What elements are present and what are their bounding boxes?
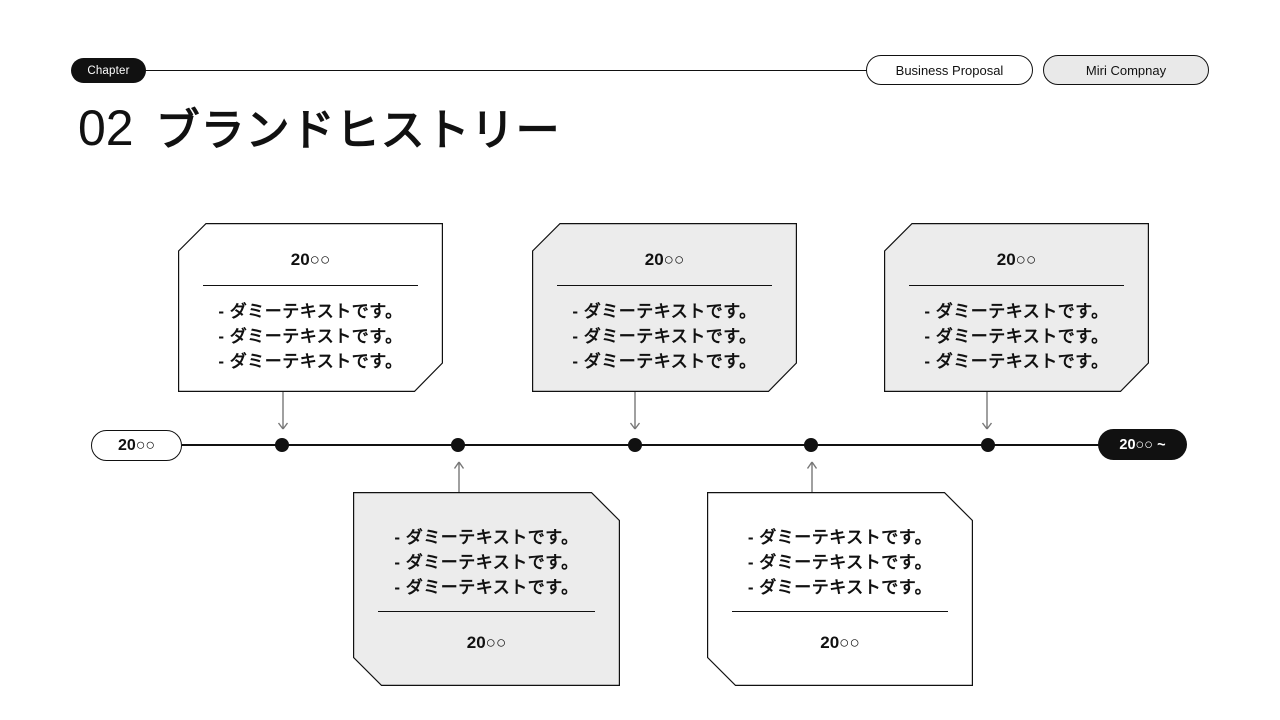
card-line: - ダミーテキストです。 xyxy=(747,553,933,572)
timeline-end-label: 20○○ ~ xyxy=(1119,436,1166,453)
timeline-dot-3 xyxy=(628,438,642,452)
timeline-dot-1 xyxy=(275,438,289,452)
timeline-dot-5 xyxy=(981,438,995,452)
card-lines: - ダミーテキストです。 - ダミーテキストです。 - ダミーテキストです。 xyxy=(394,525,578,600)
card-year: 20○○ xyxy=(820,633,860,652)
card-year: 20○○ xyxy=(644,250,685,269)
chapter-number: 02 xyxy=(78,100,134,156)
card-line: - ダミーテキストです。 xyxy=(394,578,579,597)
chapter-badge: Chapter xyxy=(71,58,146,83)
card-divider xyxy=(203,285,418,286)
card-line: - ダミーテキストです。 xyxy=(572,302,757,321)
timeline-start-label: 20○○ xyxy=(117,436,156,454)
company-badge: Miri Compnay xyxy=(1043,55,1209,85)
timeline-dot-4 xyxy=(804,438,818,452)
timeline-card-1: 20○○ - ダミーテキストです。 - ダミーテキストです。 - ダミーテキスト… xyxy=(178,223,443,392)
header-rule-line xyxy=(145,69,867,72)
connector-arrow-down-2 xyxy=(629,392,641,430)
card-line: - ダミーテキストです。 xyxy=(924,302,1109,321)
chapter-badge-label: Chapter xyxy=(87,64,130,77)
card-line: - ダミーテキストです。 xyxy=(572,327,757,346)
card-lines: - ダミーテキストです。 - ダミーテキストです。 - ダミーテキストです。 xyxy=(218,299,402,374)
card-shape xyxy=(178,223,443,392)
company-badge-label: Miri Compnay xyxy=(1085,62,1167,78)
card-shape xyxy=(884,223,1149,392)
business-proposal-label: Business Proposal xyxy=(895,62,1004,78)
card-line: - ダミーテキストです。 xyxy=(218,352,403,371)
card-divider xyxy=(909,285,1124,286)
card-divider xyxy=(378,611,595,612)
card-lines: - ダミーテキストです。 - ダミーテキストです。 - ダミーテキストです。 xyxy=(924,299,1108,374)
card-line: - ダミーテキストです。 xyxy=(924,352,1109,371)
card-line: - ダミーテキストです。 xyxy=(394,553,579,572)
card-line: - ダミーテキストです。 xyxy=(924,327,1109,346)
timeline-card-3: 20○○ - ダミーテキストです。 - ダミーテキストです。 - ダミーテキスト… xyxy=(884,223,1149,392)
card-line: - ダミーテキストです。 xyxy=(218,327,403,346)
page-title-text: ブランドヒストリー xyxy=(155,106,561,155)
card-line: - ダミーテキストです。 xyxy=(747,528,933,547)
page-title: 02 ブランドヒストリー xyxy=(78,94,561,158)
timeline-card-2: 20○○ - ダミーテキストです。 - ダミーテキストです。 - ダミーテキスト… xyxy=(532,223,797,392)
connector-arrow-up-2 xyxy=(806,461,818,493)
card-shape xyxy=(707,492,973,686)
card-line: - ダミーテキストです。 xyxy=(218,302,403,321)
card-divider xyxy=(557,285,772,286)
card-line: - ダミーテキストです。 xyxy=(394,528,579,547)
connector-arrow-down-1 xyxy=(277,392,289,430)
timeline-card-4: - ダミーテキストです。 - ダミーテキストです。 - ダミーテキストです。 2… xyxy=(353,492,620,686)
card-lines: - ダミーテキストです。 - ダミーテキストです。 - ダミーテキストです。 xyxy=(748,525,932,600)
card-divider xyxy=(732,611,948,612)
card-shape xyxy=(353,492,620,686)
timeline-start-pill: 20○○ xyxy=(91,430,182,461)
timeline-end-pill: 20○○ ~ xyxy=(1098,429,1187,460)
card-year: 20○○ xyxy=(466,633,507,652)
connector-arrow-up-1 xyxy=(453,461,465,493)
card-line: - ダミーテキストです。 xyxy=(572,352,757,371)
timeline-dot-2 xyxy=(451,438,465,452)
card-shape xyxy=(532,223,797,392)
card-year: 20○○ xyxy=(996,250,1037,269)
card-line: - ダミーテキストです。 xyxy=(747,578,933,597)
business-proposal-badge: Business Proposal xyxy=(866,55,1033,85)
timeline-card-5: - ダミーテキストです。 - ダミーテキストです。 - ダミーテキストです。 2… xyxy=(707,492,973,686)
connector-arrow-down-3 xyxy=(981,392,993,430)
card-lines: - ダミーテキストです。 - ダミーテキストです。 - ダミーテキストです。 xyxy=(572,299,756,374)
card-year: 20○○ xyxy=(290,250,331,269)
